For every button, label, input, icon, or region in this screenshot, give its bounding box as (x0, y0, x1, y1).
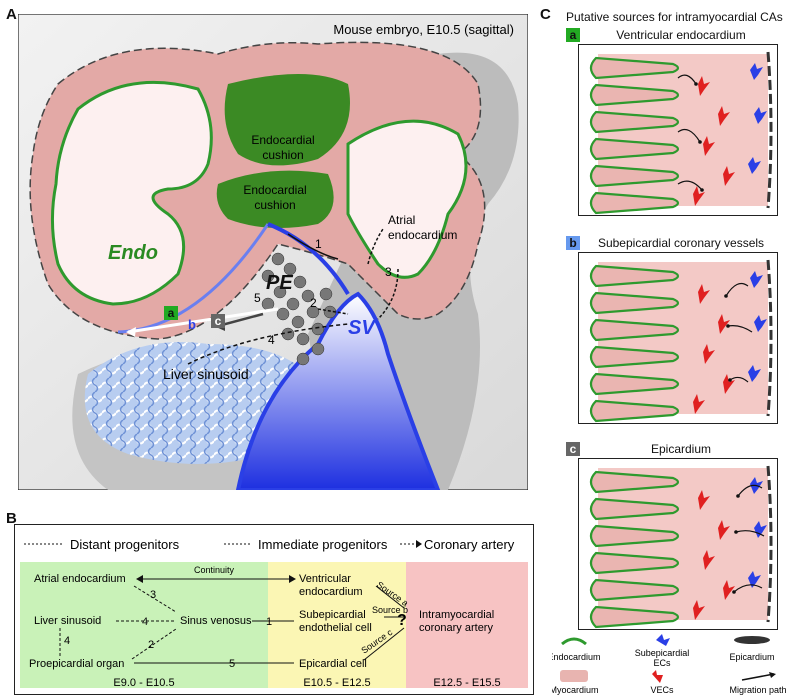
legend-vecs: VECs (650, 685, 674, 695)
badge-c: c (215, 314, 222, 328)
node-proepi: Proepicardial organ (29, 658, 124, 670)
badge-b: b (188, 317, 196, 332)
panel-c-sub-label-c: Epicardium (650, 442, 712, 456)
node-liver: Liver sinusoid (34, 615, 101, 627)
endo-label: Endo (108, 242, 158, 264)
node-sinus: Sinus venosus (180, 615, 252, 627)
legend-myocardium: Myocardium (552, 685, 599, 695)
node-ventric-1: Ventricular (299, 573, 351, 585)
atrial-line2: endocardium (388, 228, 457, 242)
node-subepi-1: Subepicardial (299, 609, 366, 621)
edge-continuity: Continuity (194, 565, 235, 575)
edge-3: 3 (150, 589, 156, 601)
panel-a-letter: A (6, 6, 17, 23)
legend-epicardium: Epicardium (729, 652, 774, 662)
node-ventric-2: endocardium (299, 586, 363, 598)
panel-b-flow: Distant progenitors Immediate progenitor… (14, 524, 534, 695)
node-intra-1: Intramyocardial (419, 609, 494, 621)
badge-c-box (211, 314, 225, 328)
path-1: 1 (315, 237, 322, 251)
sv-label: SV (348, 317, 376, 339)
liver-label: Liver sinusoid (163, 366, 249, 382)
node-subepi-2: endothelial cell (299, 622, 372, 634)
badge-a-box (164, 306, 178, 320)
path-3: 3 (385, 265, 392, 279)
cushion1-line1: Endocardial (251, 133, 314, 147)
header-immediate: Immediate progenitors (258, 537, 388, 552)
panel-b-letter: B (6, 510, 17, 527)
badge-a: a (168, 306, 175, 320)
cushion2-line1: Endocardial (243, 183, 306, 197)
header-distant: Distant progenitors (70, 537, 180, 552)
panel-c-badge-a: a (566, 28, 580, 42)
legend-migration: Migration path (729, 685, 786, 695)
cushion2-line2: cushion (254, 198, 295, 212)
panel-c-badge-c: c (566, 442, 580, 456)
cushion1-line2: cushion (262, 148, 303, 162)
edge-2: 2 (148, 639, 154, 651)
node-epicell: Epicardial cell (299, 658, 367, 670)
path-5: 5 (254, 291, 261, 305)
legend-subepi-2: ECs (653, 658, 671, 668)
path-2: 2 (310, 296, 317, 310)
panel-c-sub-label-b: Subepicardial coronary vessels (597, 236, 765, 250)
panel-a-illustration: Mouse embryo, E10.5 (sagittal) Endo PE S… (18, 14, 528, 490)
panel-c-badge-b: b (566, 236, 580, 250)
panel-a-title: Mouse embryo, E10.5 (sagittal) (333, 22, 514, 37)
edge-4a: 4 (142, 616, 148, 628)
edge-4b: 4 (64, 635, 70, 647)
atrial-line1: Atrial (388, 213, 415, 227)
edge-5: 5 (229, 658, 235, 670)
path-4: 4 (268, 333, 275, 347)
edge-1: 1 (266, 616, 272, 628)
node-atrial: Atrial endocardium (34, 573, 126, 585)
legend-endocardium: Endocardium (552, 652, 601, 662)
question-mark: ? (397, 612, 407, 629)
panel-c-sub-label-a: Ventricular endocardium (616, 28, 746, 42)
legend-subepi-1: Subepicardial (635, 648, 690, 658)
node-intra-2: coronary artery (419, 622, 493, 634)
header-coronary: Coronary artery (424, 537, 515, 552)
panel-c-legend: Endocardium Subepicardial ECs Epicardium… (552, 634, 787, 695)
panel-c-diagram-b (578, 252, 778, 424)
panel-c-letter: C (540, 6, 551, 23)
stage-2: E10.5 - E12.5 (303, 677, 370, 689)
panel-c-title: Putative sources for intramyocardial CAs (566, 10, 783, 24)
stage-1: E9.0 - E10.5 (113, 677, 174, 689)
edge-source-b: Source b (372, 605, 408, 615)
stage-3: E12.5 - E15.5 (433, 677, 500, 689)
panel-c-diagram-c (578, 458, 778, 630)
pe-label: PE (266, 272, 293, 294)
panel-c-diagram-a (578, 44, 778, 216)
